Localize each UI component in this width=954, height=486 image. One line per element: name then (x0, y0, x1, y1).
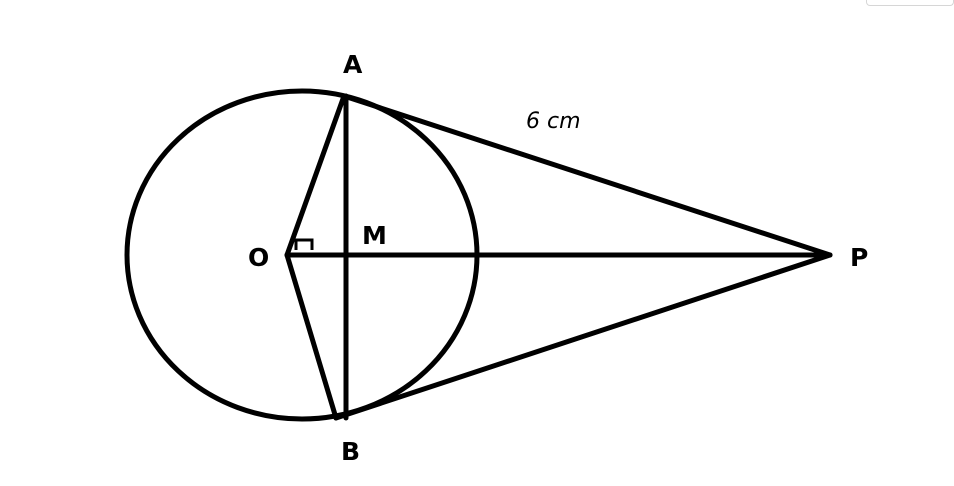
tangent-pb (333, 252, 833, 421)
length-label-pa: 6 cm (526, 109, 581, 134)
tangent-pa (341, 93, 833, 258)
label-b: B (341, 437, 360, 466)
window-corner-edge (866, 0, 954, 6)
radius-ob (284, 252, 339, 421)
label-m: M (362, 221, 387, 250)
label-o: O (248, 243, 269, 272)
label-p: P (850, 243, 868, 272)
angle-mark (294, 238, 314, 250)
radius-oa (284, 93, 347, 258)
label-a: A (343, 50, 363, 79)
